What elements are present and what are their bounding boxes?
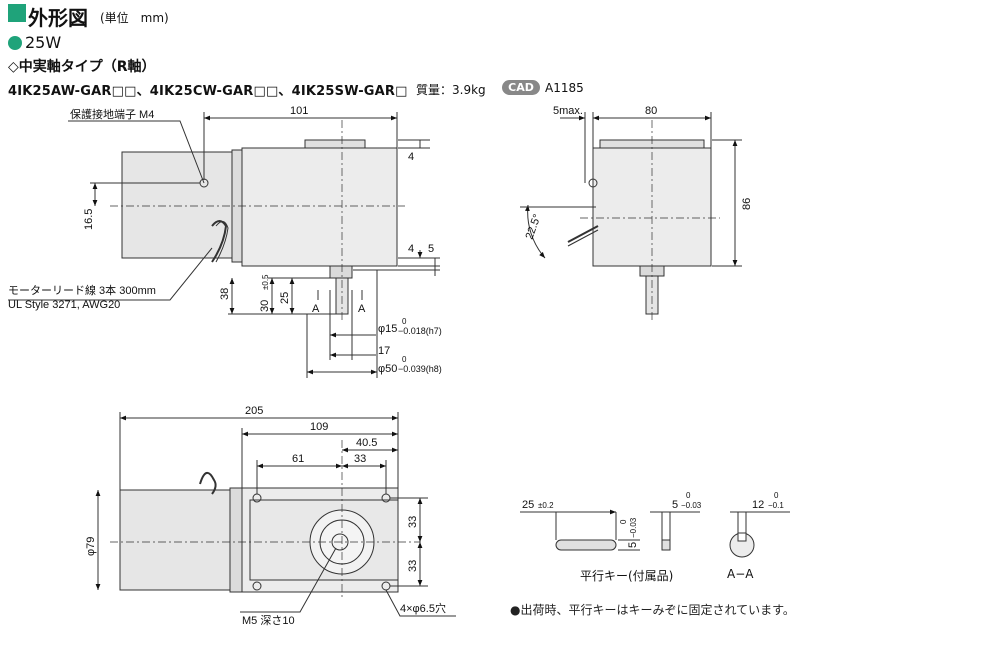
- ground-terminal-label: 保護接地端子 M4: [70, 107, 154, 121]
- holes-label: 4×φ6.5穴: [400, 601, 446, 615]
- dim-40-5: 40.5: [356, 437, 377, 449]
- key-caption: 平行キー(付属品): [580, 569, 674, 583]
- dim-101: 101: [290, 105, 308, 117]
- dim-80: 80: [645, 105, 657, 117]
- shaft-dia-upper-tol: 0: [402, 317, 407, 326]
- key-dim-5: 5: [627, 542, 639, 548]
- section-a-left: A: [312, 303, 320, 315]
- dim-86: 86: [741, 198, 753, 210]
- dim-33-a: 33: [407, 516, 419, 528]
- shipping-note: ●出荷時、平行キーはキーみぞに固定されています。: [510, 603, 795, 617]
- dim-79: φ79: [85, 537, 97, 556]
- dim-30-tol: ±0.5: [261, 274, 270, 290]
- key-views: [520, 509, 790, 558]
- dim-61: 61: [292, 453, 304, 465]
- pilot-dia-tol: −0.039(h8): [398, 364, 442, 374]
- section-caption: A−A: [727, 567, 754, 581]
- dim-33-b: 33: [407, 560, 419, 572]
- unit-label: (単位 mm): [100, 11, 169, 25]
- shaft-dia: φ15: [378, 323, 397, 335]
- pilot-dia: φ50: [378, 363, 397, 375]
- dim-25: 25: [279, 292, 291, 304]
- cad-badge[interactable]: CAD: [502, 80, 540, 95]
- dim-5: 5: [428, 243, 434, 255]
- front-view: [95, 412, 456, 617]
- key-dim-5b-upper-tol: 0: [686, 491, 691, 500]
- side-view: [8, 112, 440, 378]
- key-dim-12: 12: [752, 499, 764, 511]
- shaft-dia-tol: −0.018(h7): [398, 326, 442, 336]
- key-dim-5b: 5: [672, 499, 678, 511]
- dim-38: 38: [219, 288, 231, 300]
- power-rating: 25W: [25, 33, 62, 52]
- motor-lead-label-2: UL Style 3271, AWG20: [8, 299, 120, 311]
- shaft-icon: [331, 533, 349, 551]
- dim-4-top: 4: [408, 151, 414, 163]
- dim-4-bottom: 4: [408, 243, 414, 255]
- dim-16-5: 16.5: [83, 209, 95, 230]
- dim-17: 17: [378, 345, 390, 357]
- dim-5max: 5max.: [553, 105, 583, 117]
- dim-22-5: 22.5°: [524, 213, 544, 241]
- dim-109: 109: [310, 421, 328, 433]
- end-terminal-icon: [588, 178, 598, 188]
- key-dim-25: 25: [522, 499, 534, 511]
- section-marker: [8, 4, 26, 22]
- shaft-type: ◇中実軸タイプ（R軸）: [8, 59, 156, 75]
- power-dot-icon: [8, 36, 22, 50]
- key-dim-12-upper-tol: 0: [774, 491, 779, 500]
- model-list: 4IK25AW-GAR□□、4IK25CW-GAR□□、4IK25SW-GAR□: [8, 84, 408, 99]
- dim-33-top: 33: [354, 453, 366, 465]
- cad-number[interactable]: A1185: [545, 81, 584, 95]
- end-view: [520, 112, 742, 320]
- mass-label: 質量：3.9kg: [416, 83, 486, 97]
- key-dim-5-tol: −0.03: [629, 517, 638, 538]
- section-a-right: A: [358, 303, 366, 315]
- pilot-dia-upper-tol: 0: [402, 355, 407, 364]
- dim-205: 205: [245, 405, 263, 417]
- mount-hole-icon-bl: [252, 581, 262, 591]
- page-title: 外形図: [28, 6, 88, 30]
- dim-30: 30: [259, 300, 271, 312]
- key-dim-25-tol: ±0.2: [538, 501, 554, 510]
- motor-lead-label-1: モーターリード線 3本 300mm: [8, 283, 156, 297]
- key-dim-5b-tol: −0.03: [681, 501, 702, 510]
- key-dim-5-upper-tol: 0: [619, 519, 628, 524]
- key-dim-12-tol: −0.1: [768, 501, 784, 510]
- tap-label: M5 深さ10: [242, 614, 295, 627]
